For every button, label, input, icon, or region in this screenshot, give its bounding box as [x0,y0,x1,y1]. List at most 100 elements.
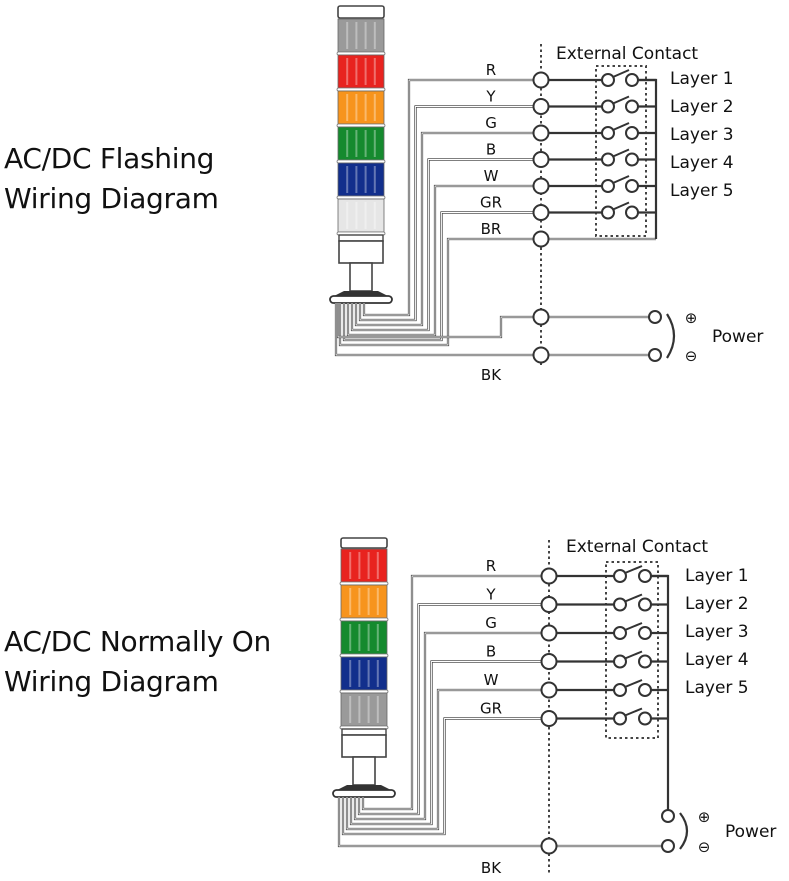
tower-layer-6 [336,198,386,236]
tower-layer-5 [339,692,389,730]
tower-divider [336,159,386,164]
wire-bk-core [338,797,668,847]
wire-y-core [358,604,549,815]
terminal-b [532,151,550,168]
switch-contact-left [613,626,627,640]
tower-layer-body [337,126,385,161]
switch-contact-left [601,179,615,193]
contact-switch-1 [549,565,668,583]
switch-contact-right [625,205,639,220]
terminal-y [532,98,550,115]
external-contact-label: External Contact [566,537,708,557]
wire-label-w: W [484,671,499,689]
layer-label-4: Layer 4 [670,153,734,173]
wire-label-bk: BK [481,859,502,877]
tower-layer-body [337,18,385,53]
wire-label-b: B [486,643,496,661]
wire-b-core [351,159,541,331]
tower-layer-body [337,90,385,125]
title-line: AC/DC Normally On [4,625,271,658]
tower-layer-1 [339,548,389,586]
tower-flange-top [337,785,391,790]
wire-br-core [339,238,541,346]
tower-flange-top [334,291,388,296]
flashing-diagram-title: AC/DC Flashing Wiring Diagram [4,139,219,219]
power-bracket [666,313,676,359]
switch-contact-right [638,626,652,640]
wire-label-w: W [484,167,499,185]
wire-g-core [354,632,549,820]
tower-divider [339,653,389,658]
wire-label-gr: GR [480,194,502,212]
switch-contact-left [613,683,627,697]
terminal-r [540,567,558,585]
switch-contact-left [601,126,615,140]
switch-blade [612,201,630,211]
wire-label-br: BR [481,220,502,238]
common-bus [638,78,658,239]
plus-icon: ⊕ [698,808,711,826]
power-label: Power [712,327,763,347]
layer-label-2: Layer 2 [685,594,749,614]
wire-label-y: Y [485,586,496,604]
contact-switch-5 [541,175,656,193]
switch-contact-right [625,126,639,140]
terminal-br [532,230,550,248]
minus-icon: ⊖ [698,838,711,856]
switch-contact-right [638,711,652,726]
wire-y-core [359,106,541,321]
switch-contact-left [601,152,615,167]
switch-contact-left [613,711,627,726]
tower-layer-body [340,584,388,619]
tower-layer-body [340,620,388,655]
contact-switch-4 [549,650,668,669]
contact-switch-6 [549,707,668,726]
wire-g-core [355,132,541,326]
switch-contact-right [638,597,652,612]
wire-r-core [363,79,541,316]
wire-label-g: G [485,114,497,132]
tower-base-housing [338,240,384,264]
terminal-w [540,681,558,699]
wire-label-g: G [485,614,497,632]
contact-switch-3 [549,622,668,640]
switch-blade [624,679,643,688]
wire-gr-core [342,718,549,835]
contact-switch-1 [541,69,656,87]
tower-pole [352,756,376,786]
wire-label-r: R [486,557,496,575]
tower-layer-5 [336,162,386,200]
switch-contact-left [601,73,615,87]
terminal-r [532,71,550,89]
tower-cap [340,537,388,549]
signal-tower [332,537,396,798]
power-bracket [679,812,689,850]
terminal-gr [532,204,550,221]
common-bus [651,574,670,810]
switch-blade [612,148,630,158]
wire-r-core [362,575,549,810]
terminal-gr [540,710,558,727]
tower-layer-body [337,198,385,233]
terminal-power-plus [532,308,550,326]
layer-label-3: Layer 3 [685,622,749,642]
switch-contact-right [625,152,639,167]
tower-base-collar [341,728,387,736]
tower-base-collar [338,234,384,242]
tower-divider [336,123,386,128]
power-terminal-minus [661,839,675,853]
tower-layer-body [340,656,388,691]
contact-switch-2 [549,593,668,612]
layer-label-5: Layer 5 [685,678,749,698]
layer-label-1: Layer 1 [670,69,734,89]
tower-cap [337,5,385,19]
wire-r [362,78,541,317]
tower-layer-body [337,54,385,89]
terminal-g [540,624,558,642]
switch-contact-right [638,683,652,697]
switch-contact-right [625,179,639,193]
tower-layer-2 [339,584,389,622]
title-line: AC/DC Flashing [4,142,215,175]
